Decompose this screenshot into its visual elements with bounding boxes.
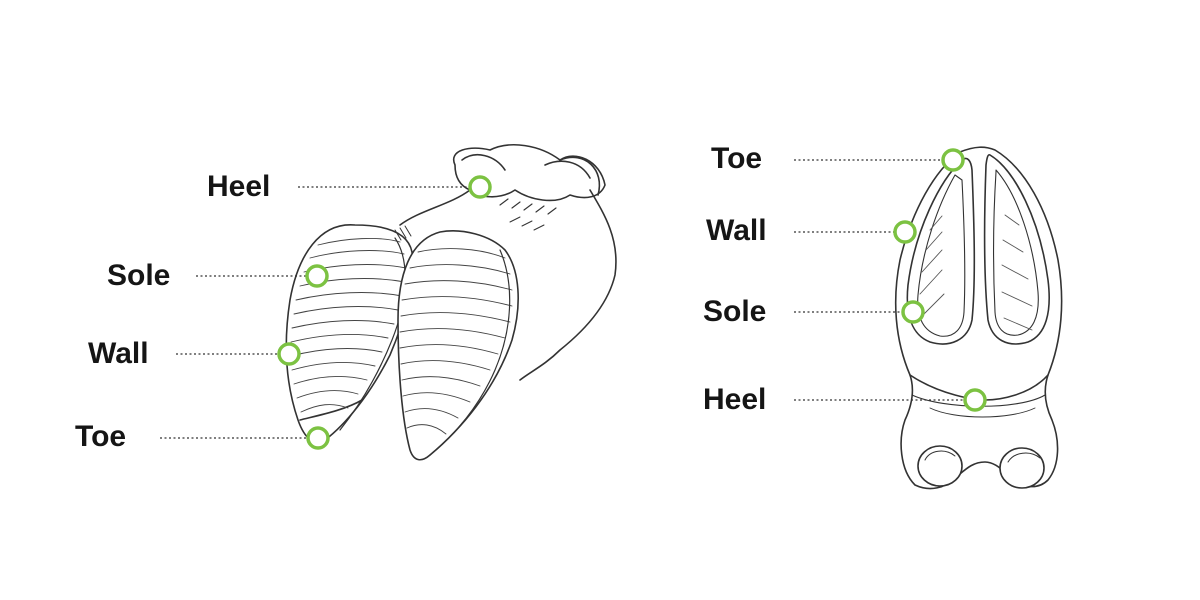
markers	[277, 148, 987, 450]
right-heel-label: Heel	[703, 383, 767, 416]
left-heel-label: Heel	[207, 170, 271, 203]
left-sole-label: Sole	[107, 259, 171, 292]
left-wall-label: Wall	[88, 337, 149, 370]
marker-right-sole	[901, 300, 925, 324]
right-hoof-illustration	[894, 146, 1063, 490]
marker-right-wall	[893, 220, 917, 244]
marker-right-toe	[941, 148, 965, 172]
right-toe-label: Toe	[711, 142, 763, 175]
leader-lines	[160, 159, 975, 439]
right-wall-label: Wall	[706, 214, 767, 247]
marker-left-toe	[306, 426, 330, 450]
marker-right-heel	[963, 388, 987, 412]
marker-left-sole	[305, 264, 329, 288]
marker-left-heel	[468, 175, 492, 199]
marker-left-wall	[277, 342, 301, 366]
left-hoof-illustration	[285, 144, 617, 461]
left-toe-label: Toe	[75, 420, 127, 453]
right-sole-label: Sole	[703, 295, 767, 328]
